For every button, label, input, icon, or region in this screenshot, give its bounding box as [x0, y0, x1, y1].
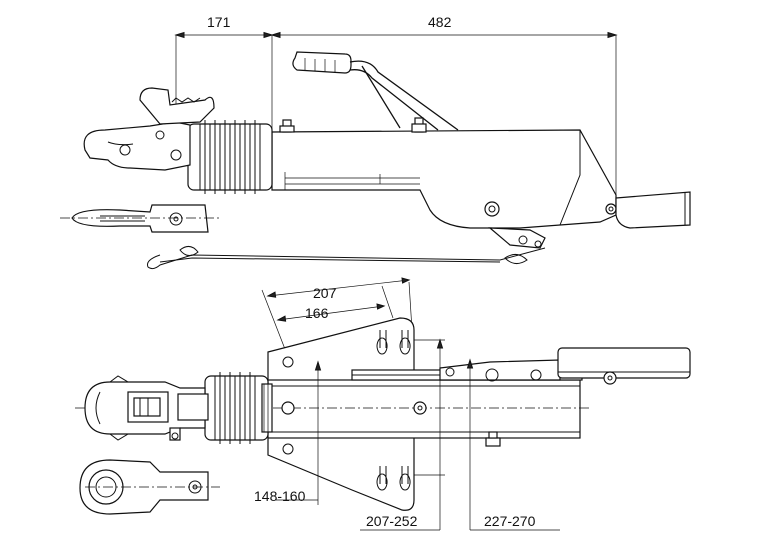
coupling-detail-plan: [79, 459, 220, 515]
bellows-plan: [204, 372, 273, 444]
dim-166: 166: [305, 305, 329, 321]
bellows-side: [187, 120, 273, 194]
breakaway-cable: [147, 246, 546, 270]
dim-148-160: 148-160: [254, 488, 306, 504]
dim-171: 171: [207, 14, 231, 30]
dim-227-270: 227-270: [484, 513, 536, 529]
dim-482: 482: [428, 14, 452, 30]
coupling-head-plan: [84, 375, 209, 441]
dimension-top-lines: [174, 31, 618, 215]
dimension-bolt-lines: [261, 277, 413, 363]
plan-view: 207 166: [75, 277, 691, 531]
rear-damper: [615, 191, 691, 229]
coupling-profile: [60, 204, 222, 233]
coupling-housing: [271, 117, 617, 229]
coupling-head-side: [83, 87, 215, 171]
main-tube: [75, 379, 590, 447]
breakaway-lever: [488, 227, 546, 249]
dimension-bottom-lines: [276, 338, 560, 531]
handbrake-lever: [292, 51, 459, 131]
dim-207-252: 207-252: [366, 513, 418, 529]
dim-207: 207: [313, 285, 337, 301]
side-view: 171 482: [60, 14, 691, 270]
